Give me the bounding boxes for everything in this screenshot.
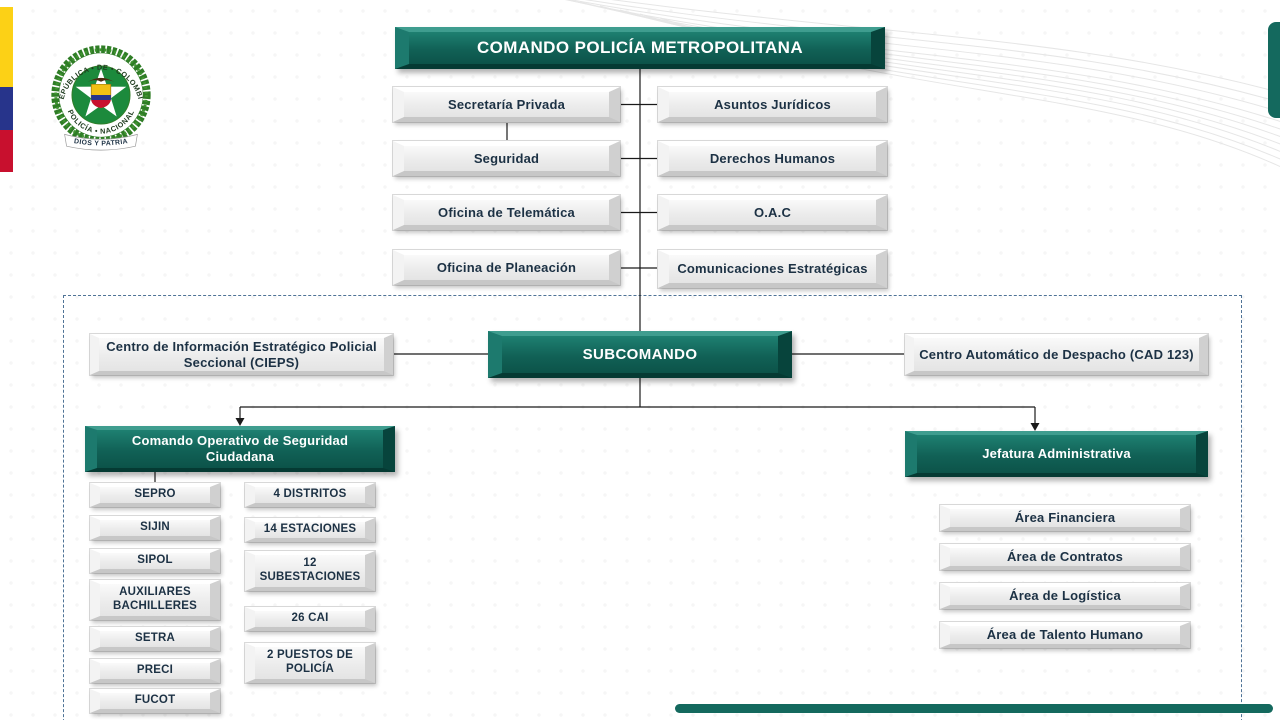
flag-blue-stripe xyxy=(0,87,13,130)
node-sepro: SEPRO xyxy=(90,483,220,507)
node-12-subestaciones: 12 SUBESTACIONES xyxy=(245,551,375,591)
node-secretaria-privada: Secretaría Privada xyxy=(393,87,620,122)
node-subcomando: SUBCOMANDO xyxy=(488,331,792,378)
emblem-shield xyxy=(90,83,112,109)
police-emblem: REPÚBLICA • DE • COLOMBIA POLICÍA • NACI… xyxy=(42,36,151,151)
node-2-puestos-policia: 2 PUESTOS DE POLICÍA xyxy=(245,643,375,683)
node-jefatura-administrativa: Jefatura Administrativa xyxy=(905,431,1208,477)
node-area-talento-humano: Área de Talento Humano xyxy=(940,622,1190,648)
node-14-estaciones: 14 ESTACIONES xyxy=(245,518,375,542)
node-asuntos-juridicos: Asuntos Jurídicos xyxy=(658,87,887,122)
node-4-distritos: 4 DISTRITOS xyxy=(245,483,375,507)
node-auxiliares-bachilleres: AUXILIARES BACHILLERES xyxy=(90,580,220,620)
node-sipol: SIPOL xyxy=(90,549,220,573)
flag-yellow-stripe xyxy=(0,7,13,87)
node-area-contratos: Área de Contratos xyxy=(940,544,1190,570)
node-fucot: FUCOT xyxy=(90,689,220,713)
right-accent-pill xyxy=(1268,22,1280,118)
node-derechos-humanos: Derechos Humanos xyxy=(658,141,887,176)
node-setra: SETRA xyxy=(90,627,220,651)
node-comando-operativo: Comando Operativo de Seguridad Ciudadana xyxy=(85,426,395,472)
node-oficina-telematica: Oficina de Telemática xyxy=(393,195,620,230)
footer-accent-bar xyxy=(675,704,1273,713)
subcommand-dashed-frame xyxy=(63,295,1242,720)
colombia-flag-bar xyxy=(0,7,13,172)
node-comando-policia-metropolitana: COMANDO POLICÍA METROPOLITANA xyxy=(395,27,885,69)
svg-text:DIOS Y PATRIA: DIOS Y PATRIA xyxy=(73,138,128,147)
emblem-condor xyxy=(87,77,115,83)
node-preci: PRECI xyxy=(90,659,220,683)
node-seguridad: Seguridad xyxy=(393,141,620,176)
node-comunicaciones-estrategicas: Comunicaciones Estratégicas xyxy=(658,250,887,288)
node-sijin: SIJIN xyxy=(90,516,220,540)
emblem-banner-text: DIOS Y PATRIA xyxy=(73,138,128,147)
node-oac: O.A.C xyxy=(658,195,887,230)
node-26-cai: 26 CAI xyxy=(245,607,375,631)
node-area-financiera: Área Financiera xyxy=(940,505,1190,531)
node-cieps: Centro de Información Estratégico Polici… xyxy=(90,334,393,375)
emblem-banner-ribbon xyxy=(64,133,138,151)
node-area-logistica: Área de Logística xyxy=(940,583,1190,609)
node-oficina-planeacion: Oficina de Planeación xyxy=(393,250,620,285)
flag-red-stripe xyxy=(0,130,13,172)
node-cad-123: Centro Automático de Despacho (CAD 123) xyxy=(905,334,1208,375)
